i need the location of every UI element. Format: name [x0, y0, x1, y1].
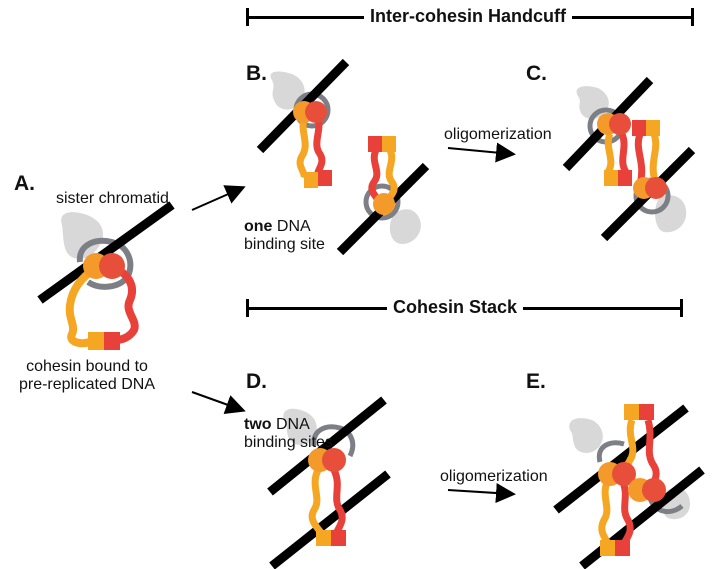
hinge-red — [612, 462, 636, 486]
panel-e-stack — [553, 404, 705, 569]
panel-b-right-cohesin — [336, 136, 430, 256]
cohesin-stack-title: Cohesin Stack — [387, 297, 524, 318]
cohesin-line2: pre-replicated DNA — [18, 376, 156, 393]
panel-label-d: D. — [246, 370, 267, 393]
head-orange — [304, 172, 318, 188]
orange-arm — [308, 468, 325, 537]
one-binding-site-label: one DNA binding site — [244, 218, 325, 254]
cohesin-bound-label: cohesin bound to pre-replicated DNA — [2, 358, 172, 394]
dna-strand — [267, 396, 387, 496]
arrow-a-to-b — [191, 185, 246, 211]
red-arm — [368, 148, 382, 202]
orange-arm — [649, 132, 660, 186]
panel-label-a: A. — [14, 172, 35, 195]
hinge-orange — [373, 193, 395, 215]
orange-arm — [604, 132, 615, 174]
two-binding-sites-label: two DNA binding sites — [244, 416, 333, 452]
head-orange — [600, 540, 615, 556]
gray-blob — [61, 212, 104, 259]
head-orange — [382, 136, 396, 152]
oligomerization-bottom-label: oligomerization — [440, 468, 548, 485]
two-line2: binding sites — [244, 434, 333, 451]
hinge-red — [642, 478, 666, 502]
head-red — [368, 136, 382, 152]
dna-strand — [269, 470, 391, 569]
one-line2: binding site — [244, 236, 325, 253]
arrow-a-to-d — [191, 391, 246, 414]
head-red — [104, 332, 120, 350]
panel-d-cohesin — [267, 396, 391, 569]
orange-arm — [384, 148, 398, 202]
oligomerization-top-label: oligomerization — [444, 126, 552, 143]
two-bold: two — [244, 416, 272, 433]
gray-blob — [270, 71, 305, 110]
gray-ring — [596, 440, 625, 463]
red-arm — [313, 116, 326, 178]
head-red — [318, 170, 332, 186]
sister-chromatid-label: sister chromatid — [56, 190, 169, 207]
panel-label-b: B. — [246, 62, 267, 85]
head-red — [615, 540, 630, 556]
gray-blob — [283, 408, 317, 445]
head-red — [331, 530, 346, 546]
red-arm — [634, 132, 646, 185]
head-orange — [646, 120, 660, 136]
inter-cohesin-handcuff-title: Inter-cohesin Handcuff — [364, 6, 573, 27]
panel-b-left-cohesin — [256, 58, 350, 188]
top-bracket-right-cap — [691, 8, 694, 26]
red-arm — [330, 468, 346, 536]
red-arm — [618, 478, 634, 546]
head-orange — [316, 530, 331, 546]
hinge-red — [305, 101, 327, 123]
head-red — [618, 170, 632, 186]
gray-ring — [363, 183, 401, 221]
bottom-bracket-right-cap — [680, 299, 683, 317]
cohesin-line1: cohesin bound to — [26, 358, 148, 375]
orange-arm — [65, 264, 99, 348]
panel-a-cohesin — [37, 201, 175, 350]
orange-arm — [598, 478, 612, 546]
gray-blob — [655, 195, 687, 233]
gray-ring — [76, 238, 134, 290]
gray-ring — [311, 424, 356, 458]
hinge-red — [99, 253, 125, 279]
hinge-red — [645, 177, 667, 199]
hinge-red — [322, 448, 346, 472]
one-rest: DNA — [272, 218, 311, 235]
gray-blob — [569, 418, 603, 453]
panel-c-handcuff — [562, 76, 696, 242]
orange-arm — [296, 117, 309, 180]
hinge-red — [609, 113, 631, 135]
sister-chromatid-dna — [37, 201, 175, 304]
arrow-b-to-c — [447, 142, 516, 163]
red-arm — [618, 132, 630, 174]
head-red — [632, 120, 646, 136]
dna-strand — [553, 404, 689, 514]
head-orange — [604, 170, 618, 186]
gray-blob — [389, 209, 421, 244]
one-bold: one — [244, 218, 273, 235]
panel-label-c: C. — [526, 62, 547, 85]
arrow-d-to-e — [447, 483, 516, 503]
red-arm — [107, 264, 139, 346]
two-rest: DNA — [271, 416, 310, 433]
panel-label-e: E. — [526, 370, 546, 393]
head-red — [639, 404, 654, 420]
head-orange — [624, 404, 639, 420]
head-orange — [88, 332, 104, 350]
